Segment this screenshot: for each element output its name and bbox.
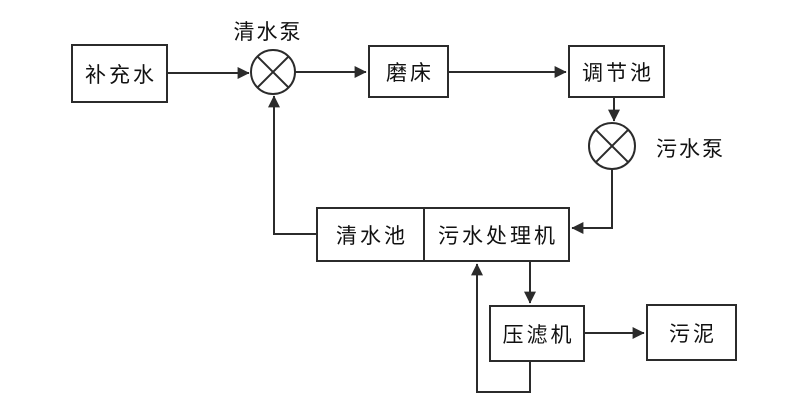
node-makeup-water: 补充水 — [71, 44, 168, 103]
edge-cleantank-to-cleanpump — [268, 95, 316, 235]
edge-filter-return-to-treatment — [471, 263, 531, 393]
node-grinder: 磨床 — [368, 45, 449, 98]
node-sludge: 污泥 — [646, 304, 737, 361]
sewage-pump-icon — [588, 122, 636, 170]
clean-pump-label: 清水泵 — [233, 20, 303, 44]
node-regulating-tank: 调节池 — [568, 45, 665, 98]
node-combined-tank: 清水池 污水处理机 — [316, 207, 570, 262]
sewage-pump-label: 污水泵 — [656, 137, 725, 161]
edge-sewagepump-to-treatment — [571, 169, 613, 234]
node-filter-press: 压滤机 — [489, 305, 585, 362]
node-clean-water-tank: 清水池 — [318, 209, 425, 260]
node-sewage-treatment: 污水处理机 — [438, 223, 558, 248]
clean-pump-icon — [250, 49, 296, 95]
